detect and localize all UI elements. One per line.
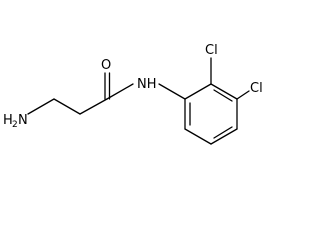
ring-bond-1-2 [184, 83, 212, 100]
ring-bond-2-3 [210, 83, 238, 100]
amine-label-n: N [18, 113, 28, 128]
bond-c1-c2 [53, 98, 81, 115]
molecule-structure-diagram: H 2 N O NH Cl Cl [3, 43, 263, 145]
bond-nitrogen-ring [158, 83, 186, 100]
ring-double-bond-inner-bottom [213, 126, 233, 139]
amine-label-subscript: 2 [12, 120, 18, 130]
chlorine-top-label: Cl [205, 43, 218, 58]
amide-nitrogen-label: NH [137, 77, 157, 92]
bond-amine-c1 [27, 98, 55, 115]
oxygen-label: O [101, 58, 111, 73]
bond-ring-chlorine-right [236, 90, 250, 100]
amine-label-h: H [3, 113, 13, 128]
bond-c2-carbonyl [79, 98, 108, 115]
chlorine-right-label: Cl [250, 81, 263, 96]
ring-bond-5-6 [184, 128, 212, 145]
bond-carbonyl-nitrogen [106, 83, 134, 100]
ring-double-bond-inner-top [213, 89, 233, 102]
ring-bond-4-5 [210, 128, 238, 145]
